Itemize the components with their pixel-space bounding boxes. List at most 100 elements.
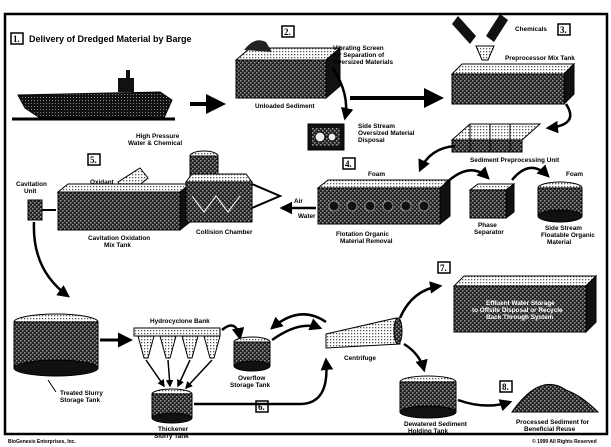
svg-text:Oversized Materials: Oversized Materials <box>333 59 393 66</box>
arrow-to-phase-separator <box>445 170 488 184</box>
svg-text:Effluent Water Storage: Effluent Water Storage <box>486 300 555 307</box>
svg-text:Processed Sediment for: Processed Sediment for <box>516 419 590 426</box>
footer-copyright-left: BioGenesis Enterprises, Inc. <box>8 439 76 445</box>
svg-text:Back Through System: Back Through System <box>486 314 554 321</box>
svg-text:Holding Tank: Holding Tank <box>408 428 448 435</box>
cavitation-unit-label: Cavitation Unit <box>16 181 47 195</box>
overflow-storage-tank <box>234 337 270 371</box>
barge-ship <box>12 70 175 119</box>
foam-label-flotation: Foam <box>368 171 385 178</box>
svg-text:Side Stream: Side Stream <box>358 123 395 130</box>
step-3-marker: 3. <box>558 24 570 35</box>
arrow-to-organic-material <box>512 168 548 180</box>
svg-text:Overflow: Overflow <box>238 375 265 382</box>
step-6-marker: 6. <box>256 401 268 412</box>
flotation-label: Flotation Organic Material Removal <box>336 231 393 245</box>
step-4-marker: 4. <box>343 158 355 169</box>
cavitation-oxidation-label: Cavitation Oxidation Mix Tank <box>88 235 150 249</box>
step-4-number: 4. <box>345 159 352 169</box>
svg-text:Cavitation Oxidation: Cavitation Oxidation <box>88 235 150 242</box>
svg-text:for Separation of: for Separation of <box>333 52 385 59</box>
treated-slurry-tank <box>14 314 98 376</box>
svg-text:Thickener: Thickener <box>158 426 189 433</box>
svg-text:Dewatered Sediment: Dewatered Sediment <box>404 421 468 428</box>
step-7-marker: 7. <box>438 262 450 273</box>
sediment-preprocessing-unit <box>452 124 540 152</box>
organic-material-tank <box>538 182 582 222</box>
unloaded-sediment-box <box>236 40 340 98</box>
svg-text:Treated Slurry: Treated Slurry <box>60 390 103 397</box>
arrow-to-effluent <box>400 286 440 318</box>
svg-text:Material: Material <box>547 239 571 246</box>
flotation-tank <box>318 180 450 224</box>
step-2-number: 2. <box>284 27 291 37</box>
step-1-number: 1. <box>13 34 20 44</box>
svg-text:Disposal: Disposal <box>358 137 385 144</box>
arrow-to-treated-slurry <box>34 222 68 296</box>
step-5-marker: 5. <box>88 154 100 165</box>
svg-text:Storage Tank: Storage Tank <box>230 382 270 389</box>
phase-separator-label: Phase Separator <box>474 222 504 236</box>
cavitation-oxidation-tank <box>58 184 190 230</box>
svg-text:to Offsite Disposal or Recycle: to Offsite Disposal or Recycle <box>472 307 563 314</box>
high-pressure-label: High Pressure Water & Chemical <box>128 133 182 147</box>
side-stream-label: Side Stream Oversized Material Disposal <box>358 123 415 144</box>
air-label: Air <box>294 198 303 205</box>
preprocessing-unit-label: Sediment Preprocessing Unit <box>470 157 560 164</box>
chemicals-label: Chemicals <box>515 26 547 33</box>
svg-text:Water & Chemical: Water & Chemical <box>128 140 182 147</box>
side-stream-disposal-box <box>308 124 344 150</box>
svg-text:Cavitation: Cavitation <box>16 181 47 188</box>
arrow-to-processed <box>458 400 510 406</box>
centrifuge-label: Centrifuge <box>344 355 376 362</box>
svg-text:High Pressure: High Pressure <box>136 133 180 140</box>
svg-text:Material Removal: Material Removal <box>340 238 393 245</box>
thickener-tank <box>152 389 192 423</box>
step-7-number: 7. <box>440 263 447 273</box>
water-label: Water <box>298 213 316 220</box>
centrifuge <box>326 318 402 348</box>
treated-slurry-label: Treated Slurry Storage Tank <box>60 390 103 404</box>
processed-sediment-pile <box>512 384 598 412</box>
arrow-to-flotation <box>420 146 455 170</box>
svg-text:Slurry Tank: Slurry Tank <box>154 433 189 440</box>
svg-text:Storage Tank: Storage Tank <box>60 397 100 404</box>
arrow-overflow-to-centrifuge <box>272 326 320 340</box>
chemical-bottles <box>452 14 508 60</box>
hydrocyclone-label: Hydrocyclone Bank <box>150 318 210 325</box>
svg-text:Unit: Unit <box>24 188 37 195</box>
footer-copyright-right: © 1999 All Rights Reserved <box>532 438 597 445</box>
collision-chamber <box>186 151 252 222</box>
collision-chamber-label: Collision Chamber <box>196 229 253 236</box>
dewatered-holding-tank <box>400 376 456 418</box>
svg-text:Vibrating Screen: Vibrating Screen <box>333 45 384 52</box>
preprocessor-mix-tank <box>452 64 574 104</box>
vibrating-screen-label: Vibrating Screen for Separation of Overs… <box>333 45 393 66</box>
arrow-to-preprocessing-unit <box>548 104 570 128</box>
phase-separator-box <box>470 184 514 218</box>
step-3-number: 3. <box>560 25 567 35</box>
step-8-marker: 8. <box>500 381 512 392</box>
organic-material-label: Side Stream Floatable Organic Material <box>541 225 595 246</box>
thickener-label: Thickener Slurry Tank <box>154 426 189 440</box>
svg-text:Beneficial Reuse: Beneficial Reuse <box>524 426 576 433</box>
cavitation-unit-box <box>28 200 42 220</box>
preprocessor-label: Preprocessor Mix Tank <box>505 55 575 62</box>
arrow-to-overflow <box>222 326 240 339</box>
diagram-title: Delivery of Dredged Material by Barge <box>29 34 192 44</box>
svg-text:Mix Tank: Mix Tank <box>104 242 131 249</box>
step-2-marker: 2. <box>282 26 294 37</box>
processed-sediment-label: Processed Sediment for Beneficial Reuse <box>516 419 590 433</box>
step-8-number: 8. <box>502 382 509 392</box>
step-5-number: 5. <box>90 155 97 165</box>
svg-text:Phase: Phase <box>478 222 497 229</box>
overflow-label: Overflow Storage Tank <box>230 375 270 389</box>
svg-text:Side Stream: Side Stream <box>545 225 582 232</box>
step-1-marker: 1. <box>11 33 23 44</box>
hydrocyclone-bank <box>134 328 220 358</box>
effluent-label: Effluent Water Storage to Offsite Dispos… <box>472 300 563 321</box>
svg-text:Separator: Separator <box>474 229 504 236</box>
unloaded-sediment-label: Unloaded Sediment <box>255 103 316 110</box>
